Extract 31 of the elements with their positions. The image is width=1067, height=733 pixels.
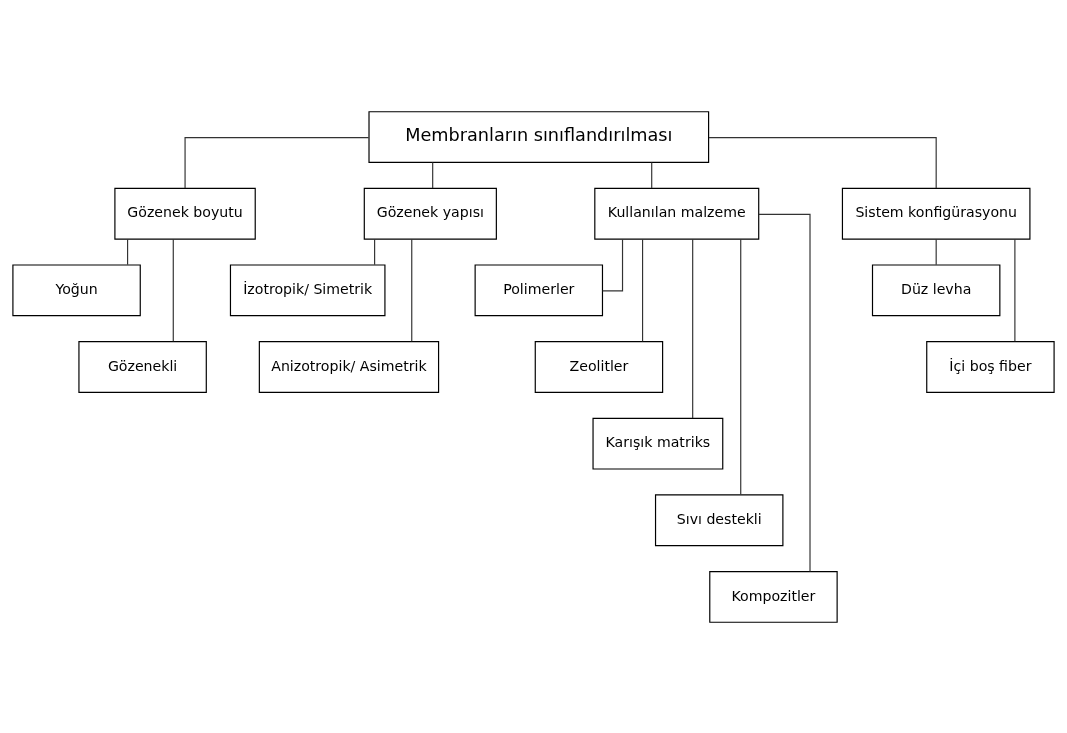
node-box: Gözenekli [78,340,207,393]
node-box: Membranların sınıflandırılması [368,110,710,163]
connector [411,238,413,342]
node-box: Kompozitler [709,570,838,623]
node-box: Düz levha [871,263,1001,316]
node-box: İçi boş fiber [926,340,1055,393]
node-box: Sistem konfigürasyonu [841,187,1031,240]
connector [374,238,376,265]
node-box: Anizotropik/ Asimetrik [258,340,440,393]
node-box: Gözenek boyutu [114,187,256,240]
connector [692,238,694,419]
node-box: İzotropik/ Simetrik [229,263,386,316]
node-box: Yoğun [12,263,141,316]
connector [602,238,624,292]
connector [651,161,653,189]
node-box: Kullanılan malzeme [594,187,760,240]
connector [935,238,937,265]
connector [127,238,129,265]
connector [740,238,742,495]
connector [758,213,811,572]
connector [432,161,434,189]
node-box: Sıvı destekli [654,493,784,546]
connector [184,136,370,189]
connector [1014,238,1016,342]
node-box: Polimerler [474,263,604,316]
connector [172,238,174,342]
node-box: Karışık matriks [592,417,724,470]
connector [642,238,644,342]
node-box: Zeolitler [534,340,664,393]
connector [708,136,937,189]
node-box: Gözenek yapısı [363,187,497,240]
